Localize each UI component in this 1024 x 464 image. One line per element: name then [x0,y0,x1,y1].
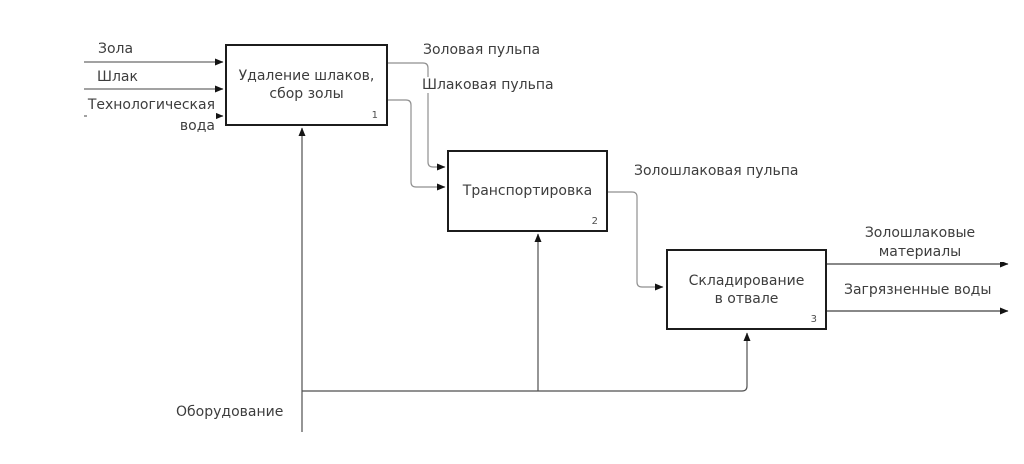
box-label-line2: в отвале [714,290,779,307]
label-line: материалы [878,244,962,260]
label-line: вода [179,118,215,134]
box-number: 3 [810,314,817,325]
label-line: Технологическая [87,97,215,113]
process-box-2: Транспортировка 2 [447,150,608,232]
label-input-shlak: Шлак [96,69,139,85]
label-zoloshlakovaya-pulpa: Золошлаковая пульпа [633,163,800,179]
box-number: 2 [591,216,598,227]
arrow-zolovaya-pulpa [388,62,446,171]
label-shlakovaya-pulpa: Шлаковая пульпа [421,77,555,93]
process-box-1: Удаление шлаков, сбор золы 1 [225,44,388,126]
label-line: Золошлаковые [864,225,976,241]
box-label-line1: Удаление шлаков, [238,68,375,84]
process-box-3: Складирование в отвале 3 [666,249,827,330]
arrow-zoloshlakovaya-pulpa [608,191,664,291]
box-number: 1 [371,110,378,121]
box-label-line2: сбор золы [269,86,344,102]
label-zagryaznennye-vody: Загрязненные воды [843,282,993,298]
label-zoloshlakovye-materialy: Золошлаковые материалы [834,224,1006,262]
box-label-line1: Транспортировка [462,183,593,199]
label-zolovaya-pulpa: Золовая пульпа [422,42,542,58]
box-label-line1: Складирование [688,272,805,289]
label-oborudovanie: Оборудование [175,404,285,420]
arrow-mechanism-box3 [302,332,751,392]
label-input-zola: Зола [97,41,135,57]
label-input-tekhvoda: Технологическая вода [86,95,216,137]
arrow-shlakovaya-pulpa [388,99,446,191]
